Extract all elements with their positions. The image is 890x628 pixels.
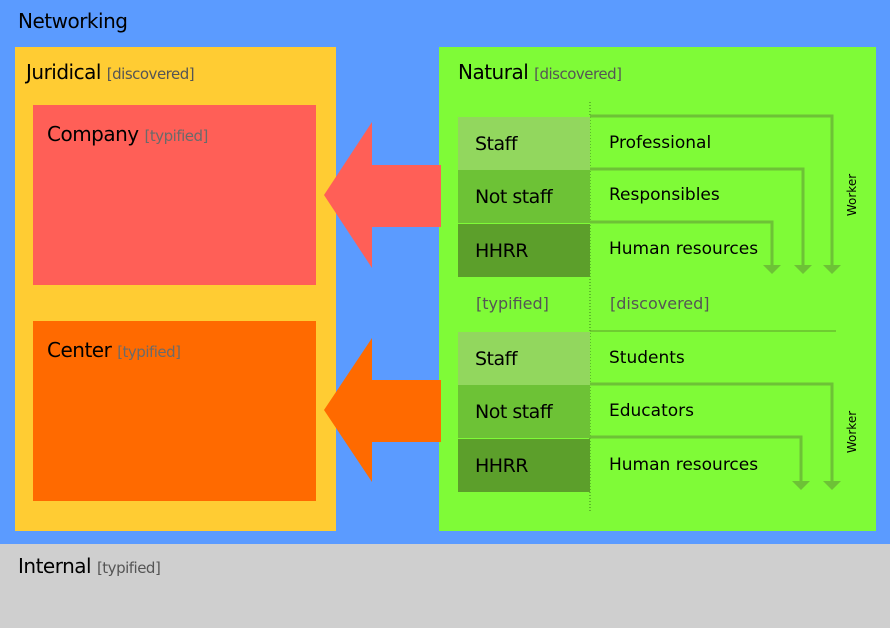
role-educators: Educators — [609, 401, 694, 421]
center-title: Center [typified] — [47, 338, 181, 362]
company-cell-hhrr: HHRR — [458, 224, 590, 277]
center-arrow — [324, 338, 441, 482]
center-box — [33, 321, 316, 501]
company-cell-not-staff: Not staff — [458, 170, 590, 223]
company-worker-label: Worker — [845, 173, 860, 217]
center-arrowheads — [792, 481, 841, 490]
center-connectors — [590, 382, 834, 484]
company-arrowheads — [763, 265, 841, 274]
center-cell-hhrr: HHRR — [458, 439, 590, 492]
internal-title: Internal [typified] — [18, 554, 161, 578]
company-connectors — [590, 114, 834, 268]
role-human-resources-center: Human resources — [609, 455, 759, 475]
natural-title: Natural [discovered] — [458, 60, 622, 84]
juridical-tag: [discovered] — [106, 65, 195, 83]
internal-tag: [typified] — [96, 559, 161, 577]
company-box — [33, 105, 316, 285]
company-cell-staff: Staff — [458, 117, 590, 170]
typified-label: [typified] — [476, 294, 549, 313]
discovered-label: [discovered] — [610, 294, 710, 313]
center-cell-not-staff: Not staff — [458, 385, 590, 438]
natural-tag: [discovered] — [534, 65, 622, 83]
networking-title: Networking — [18, 9, 128, 33]
center-worker-label: Worker — [845, 410, 860, 454]
company-tag: [typified] — [144, 127, 209, 145]
role-professional: Professional — [609, 133, 712, 153]
center-tag: [typified] — [117, 343, 181, 361]
role-students: Students — [609, 348, 685, 368]
juridical-title: Juridical [discovered] — [26, 60, 195, 84]
company-title: Company [typified] — [47, 122, 208, 146]
role-human-resources-company: Human resources — [609, 239, 759, 259]
company-arrow — [324, 122, 441, 268]
role-responsibles: Responsibles — [609, 185, 720, 205]
internal-region — [0, 544, 890, 628]
center-cell-staff: Staff — [458, 332, 590, 385]
